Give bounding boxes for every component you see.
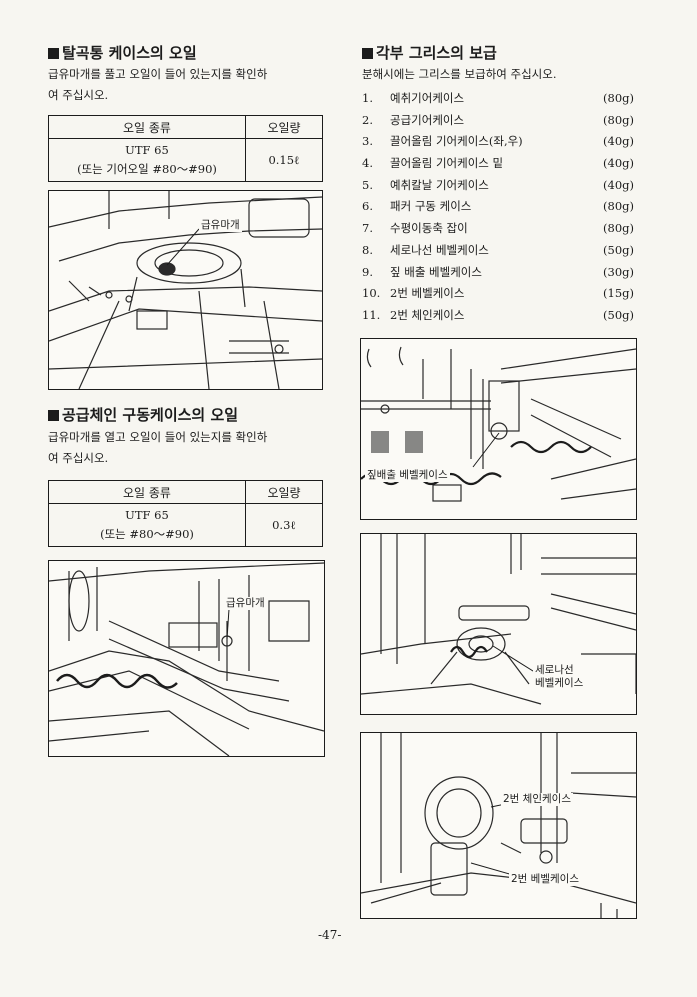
section-title-grease-supply: 각부 그리스의 보급 (362, 42, 497, 63)
list-item: 1.예취기어케이스(80g) (362, 91, 634, 105)
list-item: 10.2번 베벨케이스(15g) (362, 286, 634, 301)
grease-point-list: 1.예취기어케이스(80g) 2.공급기어케이스(80g) 3.끌어올림 기어케… (362, 88, 634, 327)
feed-chain-case-drawing (49, 562, 324, 756)
list-item: 6.패커 구동 케이스(80g) (362, 199, 634, 214)
section3-description: 분해시에는 그리스를 보급하여 주십시오. (362, 67, 557, 81)
figure-no2-chain-bevel-case: 2번 체인케이스 2번 베벨케이스 (360, 732, 637, 919)
table-header-oil-amount: 오일량 (245, 480, 323, 504)
figure-vertical-spiral-bevel-case: 세로나선 베벨케이스 (360, 533, 637, 715)
table-cell-oil-amount: 0.3ℓ (245, 503, 323, 547)
no2-chain-bevel-drawing (361, 733, 636, 918)
oil-spec-table-thresher: 오일 종류 오일량 UTF 65 (또는 기어오일 #80～#90) 0.15ℓ (48, 115, 323, 182)
callout-filler-cap: 급유마개 (199, 219, 242, 232)
section2-description: 급유마개를 열고 오일이 들어 있는지를 확인하 여 주십시오. (48, 430, 268, 465)
square-bullet-icon (362, 48, 373, 59)
table-header-oil-amount: 오일량 (245, 115, 323, 139)
list-item: 7.수평이동축 잡이(80g) (362, 221, 634, 236)
table-cell-oil-type: UTF 65 (또는 #80～#90) (48, 503, 246, 547)
section-title-feed-chain-case-oil: 공급체인 구동케이스의 오일 (48, 404, 238, 425)
table-header-oil-type: 오일 종류 (48, 480, 246, 504)
table-cell-oil-type: UTF 65 (또는 기어오일 #80～#90) (48, 138, 246, 182)
list-item: 11.2번 체인케이스(50g) (362, 307, 634, 322)
figure-thresher-case: 급유마개 (48, 190, 323, 390)
section-title-thresher-case-oil: 탈곡통 케이스의 오일 (48, 42, 197, 63)
table-cell-oil-amount: 0.15ℓ (245, 138, 323, 182)
thresher-case-drawing (49, 191, 322, 389)
callout-vertical-spiral-bevel-case: 세로나선 베벨케이스 (533, 664, 586, 690)
oil-spec-table-feed-chain: 오일 종류 오일량 UTF 65 (또는 #80～#90) 0.3ℓ (48, 480, 323, 547)
figure-feed-chain-case: 급유마개 (48, 560, 325, 757)
straw-discharge-drawing (361, 346, 636, 502)
list-item: 8.세로나선 베벨케이스(50g) (362, 242, 634, 257)
square-bullet-icon (48, 410, 59, 421)
list-item: 5.예취칼날 기어케이스(40g) (362, 177, 634, 192)
list-item: 3.끌어올림 기어케이스(좌,우)(40g) (362, 134, 634, 149)
callout-no2-bevel-case: 2번 베벨케이스 (509, 873, 581, 886)
section1-description: 급유마개를 풀고 오일이 들어 있는지를 확인하 여 주십시오. (48, 67, 268, 102)
page-number: -47- (318, 928, 342, 942)
square-bullet-icon (48, 48, 59, 59)
vertical-spiral-drawing (361, 534, 636, 705)
list-item: 2.공급기어케이스(80g) (362, 112, 634, 127)
callout-no2-chain-case: 2번 체인케이스 (501, 793, 573, 806)
callout-filler-cap: 급유마개 (224, 597, 267, 610)
figure-straw-discharge-bevel-case: 짚배출 베벨케이스 (360, 338, 637, 520)
list-item: 9.짚 배출 베벨케이스(30g) (362, 264, 634, 279)
table-header-oil-type: 오일 종류 (48, 115, 246, 139)
list-item: 4.끌어올림 기어케이스 밑(40g) (362, 156, 634, 171)
callout-straw-discharge-bevel-case: 짚배출 베벨케이스 (365, 469, 450, 482)
